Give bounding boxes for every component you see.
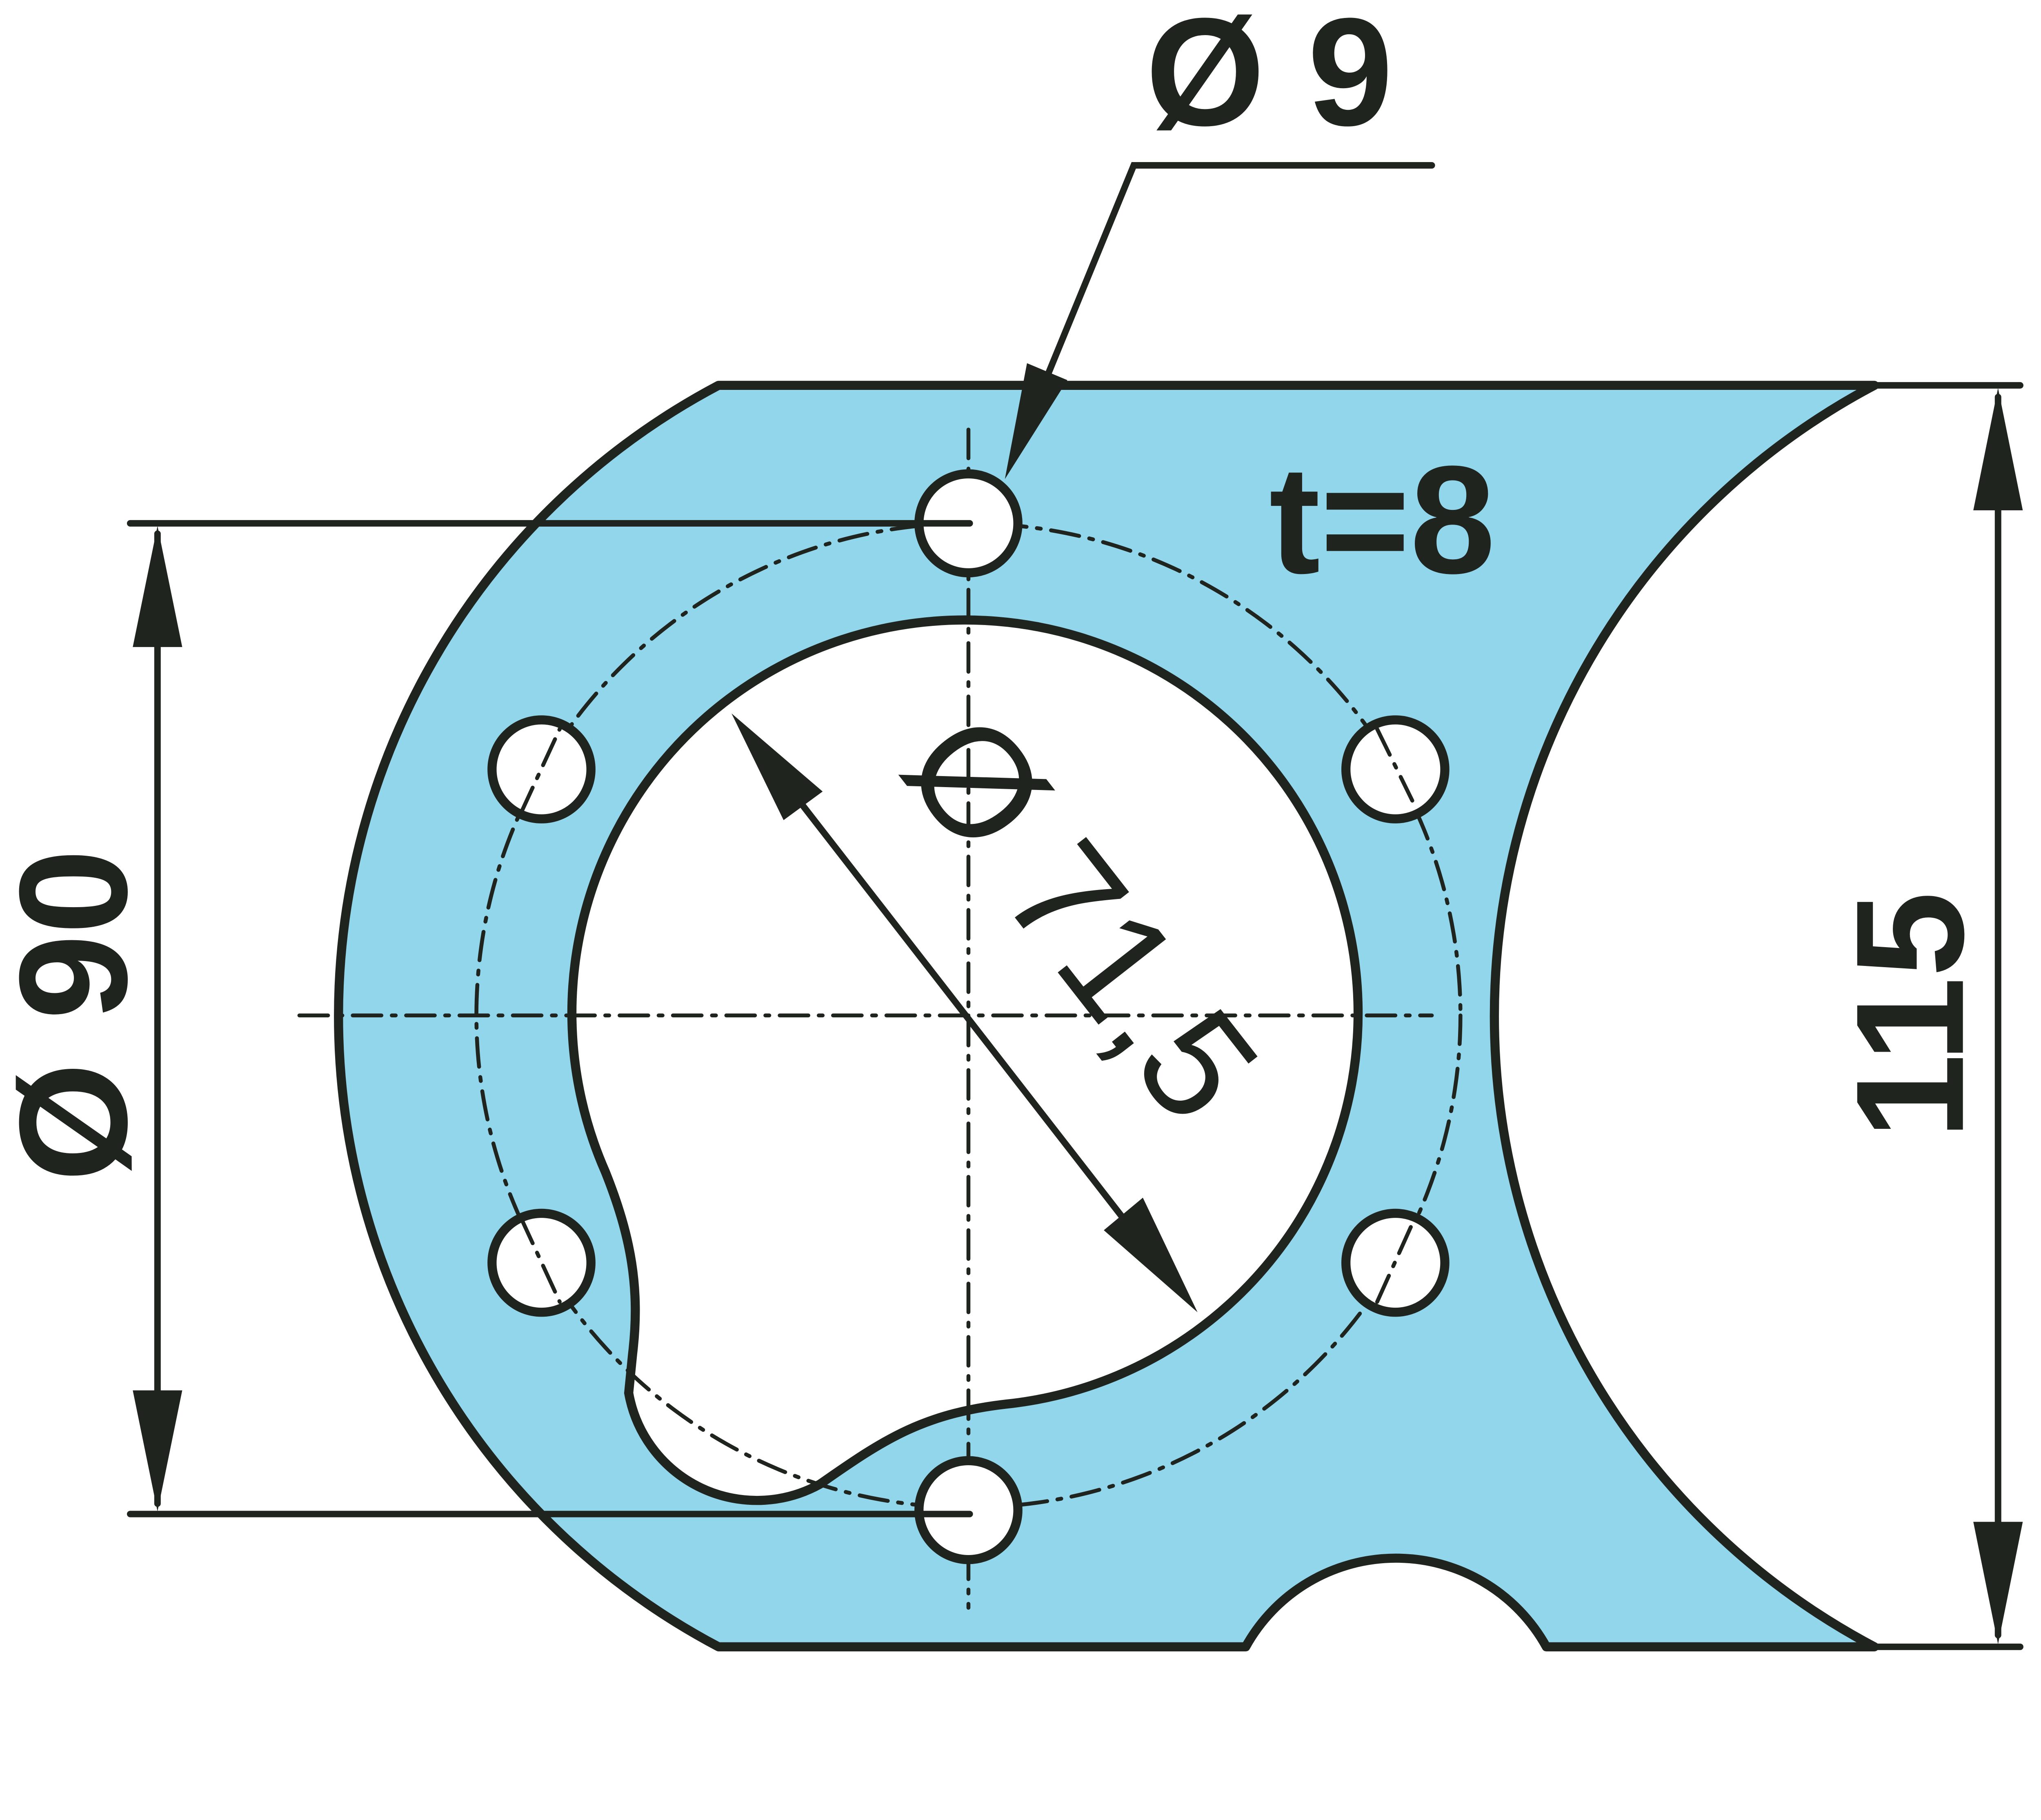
hole-centerlines — [518, 727, 1414, 1304]
bolt-circle-label: Ø 90 — [0, 849, 159, 1182]
arrowhead-icon — [133, 1390, 182, 1512]
bolt-hole — [487, 715, 596, 823]
technical-drawing: Ø 90 115 Ø 71,5 Ø 9 t=8 — [0, 0, 2023, 1651]
thickness-label: t=8 — [1269, 434, 1495, 605]
arrowhead-icon — [133, 526, 182, 647]
arrowhead-icon — [1973, 388, 2023, 510]
arrowhead-icon — [1104, 1197, 1198, 1313]
arrowhead-icon — [731, 713, 823, 820]
dimension-bolt-circle: Ø 90 — [0, 520, 973, 1517]
bolt-hole — [914, 1456, 1023, 1564]
dimension-hole: Ø 9 — [1005, 0, 1435, 479]
dimension-height: 115 — [1824, 382, 2023, 1650]
bolt-hole — [487, 1208, 596, 1317]
arrowhead-icon — [1973, 1522, 2023, 1644]
height-label: 115 — [1824, 892, 1996, 1139]
arrowhead-icon — [1005, 363, 1067, 479]
hole-diameter-label: Ø 9 — [1145, 0, 1393, 158]
